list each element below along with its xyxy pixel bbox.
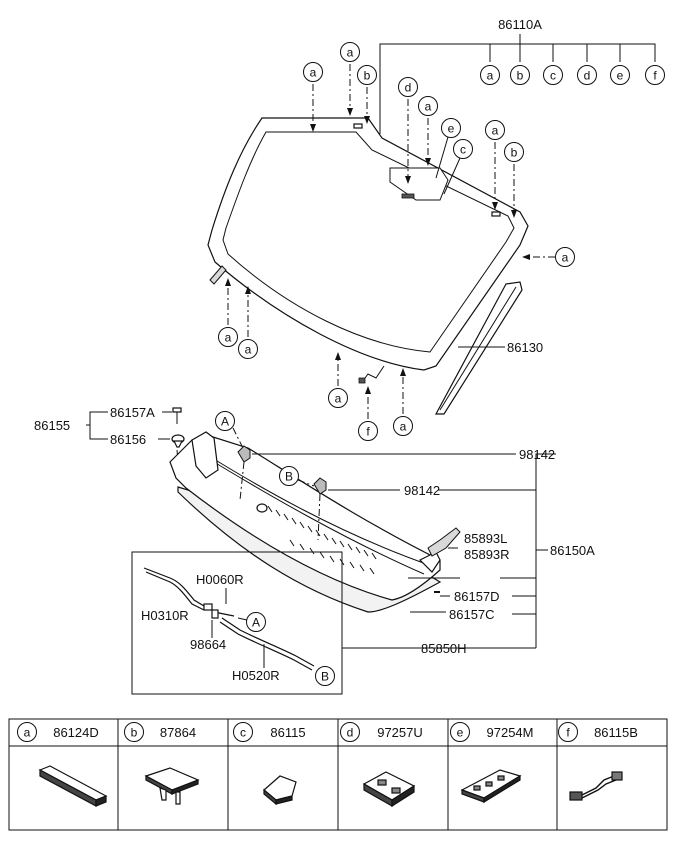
svg-text:a: a <box>347 46 354 60</box>
svg-text:97254M: 97254M <box>487 725 534 740</box>
svg-text:c: c <box>550 69 556 83</box>
svg-text:b: b <box>511 146 518 160</box>
sensor-cover-icon <box>460 769 522 804</box>
connector-icon <box>358 377 366 384</box>
svg-text:f: f <box>366 425 370 439</box>
legend-table <box>8 718 668 831</box>
windshield-callouts: a a b d a e c a b a a a a <box>218 42 575 441</box>
svg-text:a: a <box>24 726 31 740</box>
svg-text:d: d <box>405 81 412 95</box>
label-86157a: 86157A <box>110 405 155 420</box>
label-86157d: 86157D <box>454 589 500 604</box>
svg-text:a: a <box>425 100 432 114</box>
legend-cell-e: e 97254M <box>450 722 534 742</box>
svg-text:a: a <box>400 420 407 434</box>
screw-grommet-callout <box>86 411 172 440</box>
legend-cell-f: f 86115B <box>558 722 638 742</box>
label-85850h: 85850H <box>421 641 467 656</box>
label-98142-b: 98142 <box>404 483 440 498</box>
washer-nozzle-icon <box>313 477 327 541</box>
svg-text:86115: 86115 <box>270 725 305 740</box>
label-98664: 98664 <box>190 637 226 652</box>
bracket-icon <box>362 771 416 808</box>
pad-icon <box>38 765 108 808</box>
label-86130: 86130 <box>507 340 543 355</box>
clip-icon <box>491 211 501 217</box>
wire-harness-icon <box>569 771 623 801</box>
svg-text:a: a <box>492 124 499 138</box>
svg-text:a: a <box>335 392 342 406</box>
svg-text:d: d <box>347 726 354 740</box>
svg-text:e: e <box>448 122 455 136</box>
grommet-icon <box>171 434 185 448</box>
windshield-callout-bracket <box>379 34 656 134</box>
label-86155: 86155 <box>34 418 70 433</box>
marker-a-hose: A <box>252 616 260 630</box>
seal-strip <box>427 527 461 557</box>
label-h0060r: H0060R <box>196 572 244 587</box>
trim-piece <box>209 265 227 285</box>
svg-text:b: b <box>517 69 524 83</box>
svg-text:87864: 87864 <box>160 725 196 740</box>
svg-text:a: a <box>225 331 232 345</box>
screw-icon <box>172 407 182 424</box>
block-icon <box>263 775 297 806</box>
svg-text:a: a <box>245 343 252 357</box>
label-85893r: 85893R <box>464 547 510 562</box>
svg-text:a: a <box>487 69 494 83</box>
hose-connector-icon <box>203 603 219 619</box>
legend-cell-c: c 86115 <box>233 722 306 742</box>
legend-cell-d: d 97257U <box>340 722 423 742</box>
svg-text:f: f <box>653 69 657 83</box>
label-86150a: 86150A <box>550 543 595 558</box>
moulding-strip <box>434 281 523 415</box>
marker-b: B <box>285 470 293 484</box>
cowl-callout-bracket <box>408 453 556 648</box>
svg-text:97257U: 97257U <box>377 725 423 740</box>
sensor-bracket-icon <box>401 193 415 199</box>
label-86110a: 86110A <box>498 17 542 32</box>
marker-a: A <box>221 415 229 429</box>
svg-text:c: c <box>240 726 246 740</box>
label-85893l: 85893L <box>464 531 507 546</box>
svg-text:a: a <box>562 251 569 265</box>
label-h0310r: H0310R <box>141 608 189 623</box>
svg-text:e: e <box>617 69 624 83</box>
cowl-cover-assembly <box>169 431 442 613</box>
marker-b-hose: B <box>321 670 329 684</box>
label-h0520r: H0520R <box>232 668 280 683</box>
hose-detail-box <box>131 551 343 695</box>
legend-cell-b: b 87864 <box>124 722 196 742</box>
svg-text:b: b <box>364 69 371 83</box>
svg-text:a: a <box>310 66 317 80</box>
clip-pad-icon <box>144 767 200 805</box>
svg-text:86115B: 86115B <box>594 725 638 740</box>
legend-cell-a: a 86124D <box>17 722 99 742</box>
label-86157c: 86157C <box>449 607 495 622</box>
vent-slots <box>267 505 377 575</box>
svg-text:c: c <box>460 143 466 157</box>
svg-text:b: b <box>131 726 138 740</box>
legend-headers: a 86124D b 87864 c 86115 d 97257U e 9725… <box>17 722 638 742</box>
top-letter-row: a b c d e f <box>480 65 665 85</box>
clip-icon <box>353 123 363 129</box>
hose-lines <box>143 567 315 671</box>
svg-text:86124D: 86124D <box>53 725 99 740</box>
windshield-glass <box>207 117 529 384</box>
svg-text:e: e <box>457 726 464 740</box>
svg-text:d: d <box>584 69 591 83</box>
label-86156: 86156 <box>110 432 146 447</box>
svg-text:f: f <box>566 726 570 740</box>
washer-nozzle-icon <box>237 445 251 501</box>
